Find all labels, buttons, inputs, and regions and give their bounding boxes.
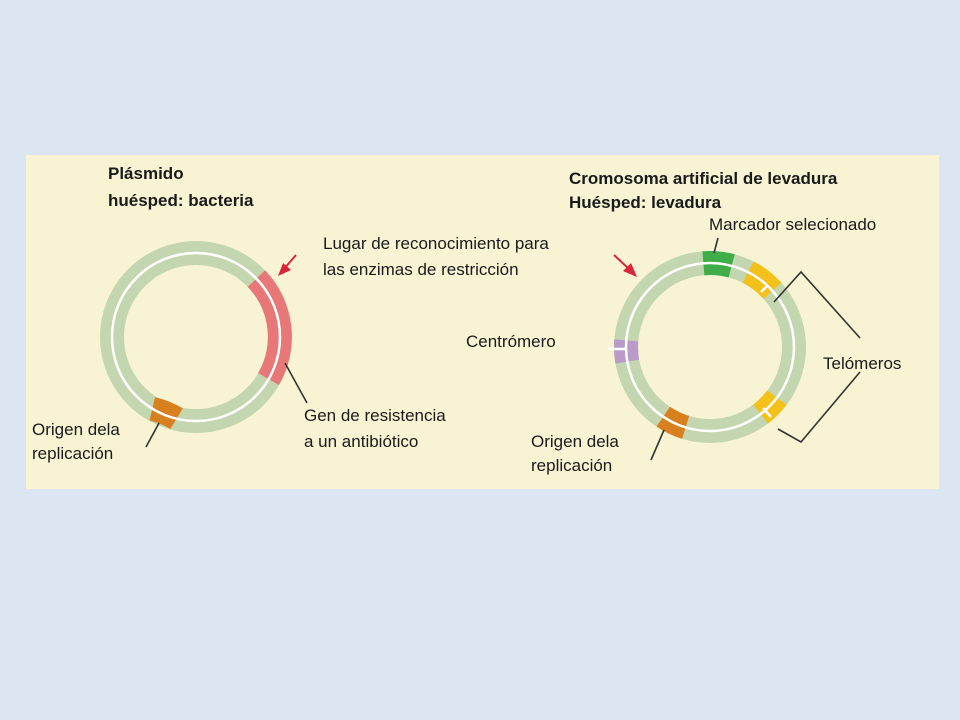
- plasmid-restriction-label-line2: las enzimas de restricción: [323, 260, 519, 279]
- plasmid-resistance-leader: [284, 362, 308, 404]
- figure-panel: Plásmido huésped: bacteria Lugar de reco…: [26, 155, 939, 489]
- plasmid-title-line2: huésped: bacteria: [108, 191, 254, 210]
- yac-telomeres-label: Telómeros: [823, 354, 901, 373]
- plasmid-origin-label-line1: Origen dela: [32, 420, 120, 439]
- plasmid-title-line1: Plásmido: [108, 164, 184, 183]
- yac-diagram: Cromosoma artificial de levadura Huésped…: [466, 169, 901, 475]
- yac-origin-label-line1: Origen dela: [531, 432, 619, 451]
- yac-ring: [608, 251, 806, 443]
- plasmid-restriction-arrow: [278, 254, 297, 276]
- yac-restriction-arrow: [613, 254, 637, 277]
- dna-vectors-diagram: Plásmido huésped: bacteria Lugar de reco…: [32, 164, 901, 475]
- plasmid-origin-leader: [145, 422, 160, 448]
- plasmid-ring: [100, 241, 292, 433]
- yac-telomeres-bracket: [773, 270, 861, 444]
- yac-title-line2: Huésped: levadura: [569, 193, 722, 212]
- yac-origin-leader: [650, 429, 665, 461]
- yac-marker-label: Marcador selecionado: [709, 215, 876, 234]
- plasmid-resistance-label-line1: Gen de resistencia: [304, 406, 446, 425]
- yac-marker-leader: [713, 237, 719, 254]
- plasmid-resistance-label-line2: a un antibiótico: [304, 432, 418, 451]
- yac-centromere-label: Centrómero: [466, 332, 556, 351]
- plasmid-restriction-label-line1: Lugar de reconocimiento para: [323, 234, 549, 253]
- plasmid-origin-label-line2: replicación: [32, 444, 113, 463]
- plasmid-diagram: Plásmido huésped: bacteria Lugar de reco…: [32, 164, 549, 463]
- yac-origin-label-line2: replicación: [531, 456, 612, 475]
- yac-title-line1: Cromosoma artificial de levadura: [569, 169, 838, 188]
